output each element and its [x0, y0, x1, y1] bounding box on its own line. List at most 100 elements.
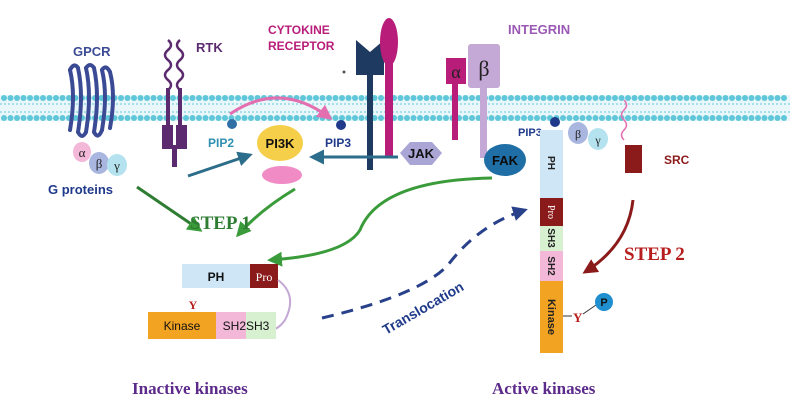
right-g-beta-label: β: [575, 127, 581, 141]
lipid-head-outer: [170, 95, 176, 101]
lipid-head-inner: [345, 115, 352, 121]
cell-membrane: [0, 95, 790, 121]
pip2-label: PIP2: [208, 136, 234, 150]
ligand-dot: [342, 70, 346, 74]
cytokine-receptor: [356, 18, 398, 170]
lipid-head-inner: [209, 115, 215, 121]
lipid-head-outer: [514, 95, 521, 101]
rtk-label: RTK: [196, 40, 223, 55]
right-g-gamma: [588, 128, 608, 150]
lipid-head-outer: [339, 95, 345, 101]
lipid-head-outer: [53, 95, 59, 101]
lipid-head-inner: [293, 115, 300, 121]
g-beta-subunit: [89, 152, 109, 174]
lipid-head-outer: [137, 95, 144, 101]
right-g-gamma-label: γ: [594, 133, 601, 147]
lipid-head-outer: [33, 95, 40, 101]
lipid-head-outer: [638, 95, 644, 101]
pi3k-enzyme: [257, 125, 303, 161]
lipid-head-inner: [150, 115, 157, 121]
lipid-head-outer: [579, 95, 586, 101]
lipid-head-inner: [560, 115, 566, 121]
lipid-head-inner: [1, 115, 7, 121]
lipid-head-outer: [430, 95, 436, 101]
lipid-head-inner: [33, 115, 40, 121]
lipid-head-inner: [436, 115, 443, 121]
phospho-link: [582, 304, 597, 315]
active-kinase-label: Kinase: [545, 299, 557, 335]
lipid-head-inner: [534, 115, 540, 121]
lipid-head-outer: [495, 95, 501, 101]
right-g-beta: [568, 122, 588, 144]
lipid-head-inner: [774, 115, 781, 121]
lipid-head-inner: [566, 115, 573, 121]
lipid-head-outer: [222, 95, 228, 101]
lipid-head-inner: [508, 115, 514, 121]
lipid-head-inner: [267, 115, 274, 121]
lipid-head-outer: [553, 95, 560, 101]
lipid-head-inner: [644, 115, 651, 121]
step2-arrow: [582, 199, 635, 274]
lipid-head-outer: [508, 95, 514, 101]
lipid-head-outer: [124, 95, 131, 101]
lipid-head-inner: [443, 115, 449, 121]
lipid-head-inner: [495, 115, 501, 121]
lipid-head-outer: [118, 95, 124, 101]
lipid-head-inner: [196, 115, 202, 121]
lipid-head-inner: [137, 115, 144, 121]
lipid-head-outer: [748, 95, 755, 101]
lipid-head-outer: [1, 95, 7, 101]
lipid-head-outer: [352, 95, 358, 101]
lipid-head-outer: [664, 95, 670, 101]
lipid-head-inner: [514, 115, 521, 121]
lipid-head-inner: [358, 115, 365, 121]
lipid-head-inner: [703, 115, 709, 121]
pip3-label-right: PIP3: [518, 127, 542, 139]
jak-label: JAK: [408, 146, 435, 161]
lipid-head-inner: [657, 115, 664, 121]
rtk-to-pi3k-arrow: [187, 151, 253, 178]
pip3-dot-right: [550, 117, 560, 127]
lipid-head-outer: [709, 95, 716, 101]
lipid-head-inner: [235, 115, 241, 121]
lipid-head-outer: [150, 95, 157, 101]
active-kinases-caption: Active kinases: [492, 379, 596, 398]
cytokine-label-line1: CYTOKINE: [268, 23, 330, 37]
src-kinase: [625, 145, 642, 173]
rtk-receptor: [162, 39, 187, 167]
lipid-head-inner: [300, 115, 306, 121]
step2-label: STEP 2: [624, 244, 685, 265]
lipid-head-inner: [592, 115, 599, 121]
lipid-head-outer: [729, 95, 735, 101]
lipid-head-outer: [313, 95, 319, 101]
lipid-head-outer: [677, 95, 683, 101]
lipid-head-outer: [625, 95, 631, 101]
lipid-head-inner: [27, 115, 33, 121]
lipid-head-outer: [423, 95, 430, 101]
lipid-head-outer: [378, 95, 384, 101]
lipid-head-outer: [547, 95, 553, 101]
lipid-head-outer: [631, 95, 638, 101]
g-beta-label: β: [96, 156, 103, 171]
lipid-head-inner: [7, 115, 14, 121]
lipid-head-outer: [7, 95, 14, 101]
g-gamma-subunit: [107, 154, 127, 176]
lipid-head-inner: [501, 115, 508, 121]
lipid-head-inner: [261, 115, 267, 121]
active-sh2-label: SH2: [545, 256, 556, 276]
lipid-head-outer: [586, 95, 592, 101]
lipid-head-inner: [521, 115, 527, 121]
lipid-head-inner: [716, 115, 722, 121]
lipid-head-outer: [300, 95, 306, 101]
lipid-head-outer: [534, 95, 540, 101]
active-sh3-domain: [540, 226, 563, 251]
lipid-head-outer: [189, 95, 196, 101]
active-kinase-domain: [540, 281, 563, 353]
lipid-head-inner: [280, 115, 287, 121]
pi3k-regulatory-subunit: [262, 166, 302, 184]
cytokine-label-line2: RECEPTOR: [268, 39, 335, 53]
lipid-head-outer: [618, 95, 625, 101]
g-alpha-label: α: [79, 145, 86, 160]
lipid-head-inner: [59, 115, 66, 121]
lipid-head-inner: [755, 115, 761, 121]
